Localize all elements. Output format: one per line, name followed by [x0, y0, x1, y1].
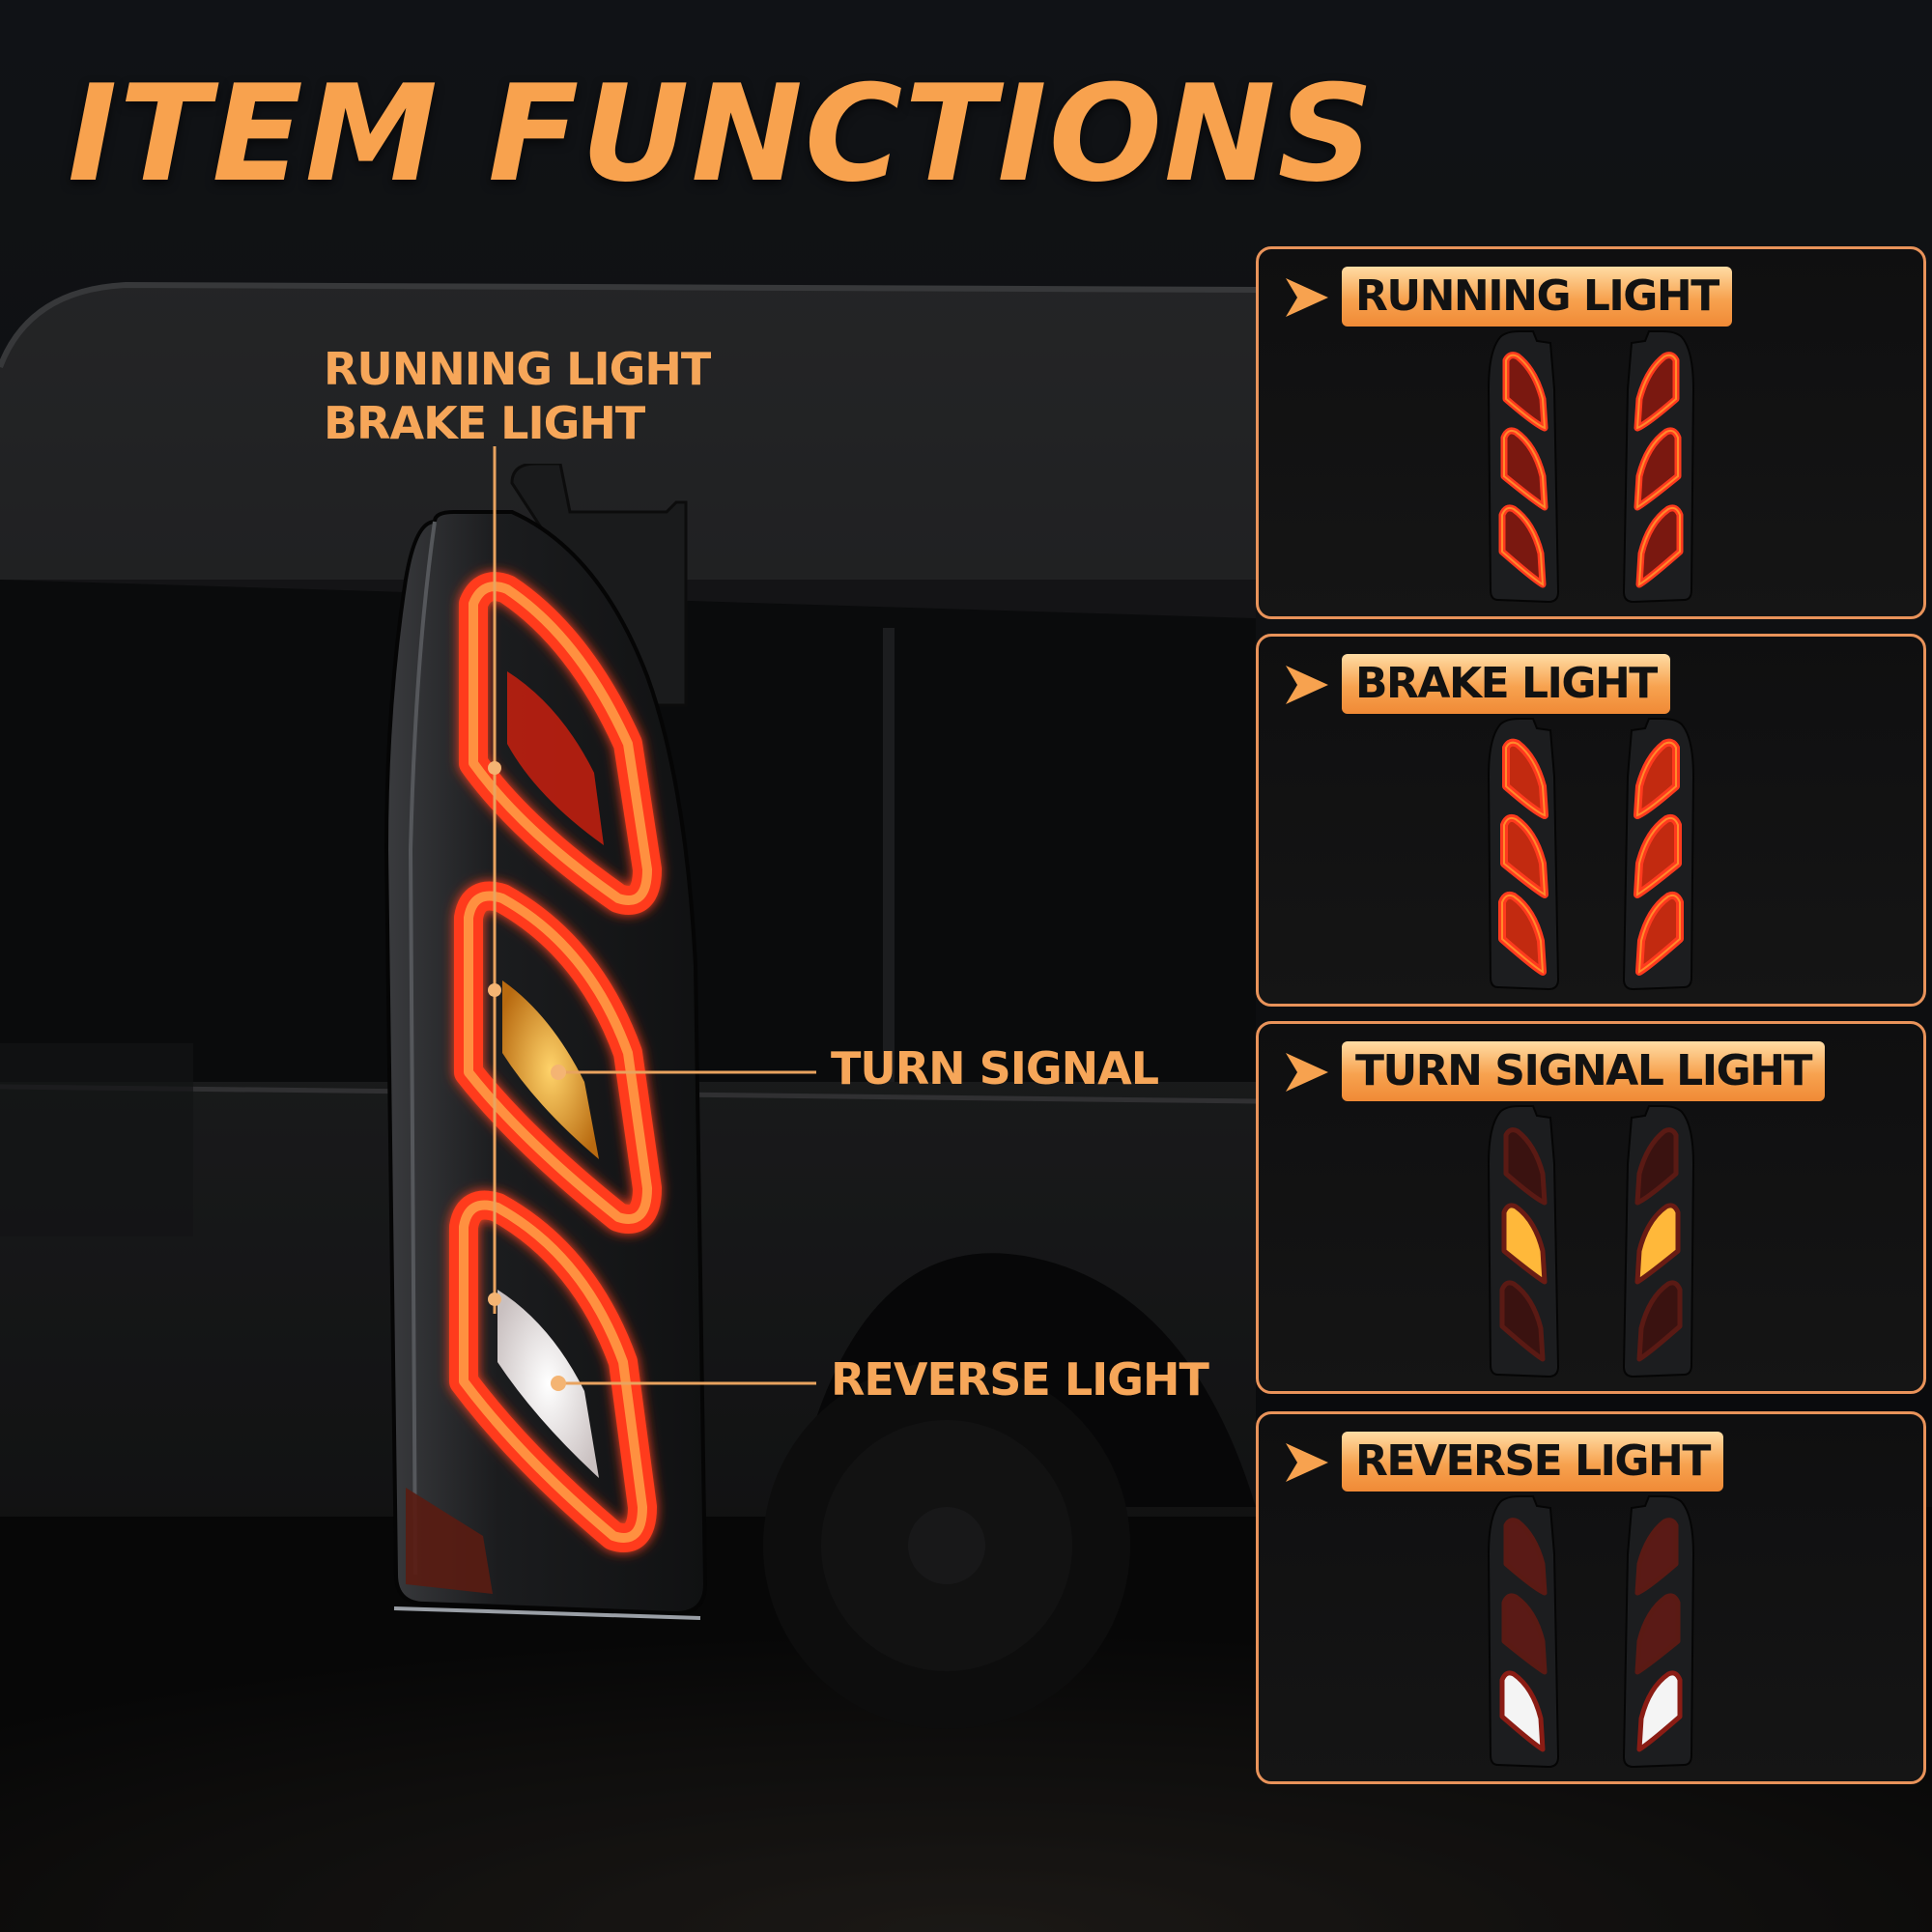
lamp-segment: [1636, 1280, 1683, 1362]
lamp-segment: [1503, 1518, 1548, 1596]
lamp-segment: [1499, 1670, 1546, 1752]
lamp-segment-glow: [1635, 429, 1679, 509]
panel-label: REVERSE LIGHT: [1342, 1432, 1723, 1492]
arrow-icon: [1286, 278, 1328, 317]
panel-label: TURN SIGNAL LIGHT: [1342, 1041, 1826, 1101]
callout-running-brake: RUNNING LIGHT BRAKE LIGHT: [324, 342, 711, 450]
arrow-icon: [1286, 1443, 1328, 1482]
panel-label: RUNNING LIGHT: [1342, 267, 1732, 327]
callout-brake-light: BRAKE LIGHT: [324, 397, 645, 449]
lamp-segment: [1503, 1127, 1548, 1206]
mini-tail-lamp: [1622, 1495, 1695, 1769]
callout-turn-signal: TURN SIGNAL: [831, 1042, 1159, 1094]
mini-tail-lamp: [1487, 330, 1560, 604]
lamp-segment-glow: [1637, 894, 1681, 974]
lamp-segment-glow: [1635, 354, 1677, 430]
page-title: ITEM FUNCTIONS: [68, 56, 1376, 212]
panel-running-light: RUNNING LIGHT: [1256, 246, 1926, 619]
lamp-segment: [1634, 1203, 1681, 1285]
mini-tail-lamp: [1487, 1495, 1560, 1769]
lamp-segment: [1636, 1670, 1683, 1752]
lamp-segment-glow: [1635, 741, 1677, 817]
mini-tail-lamp: [1622, 1105, 1695, 1378]
lamp-segment: [1634, 1518, 1679, 1596]
lamp-segment-glow: [1501, 894, 1545, 974]
mini-tail-lamp: [1622, 718, 1695, 991]
lamp-pair-brake: [1487, 718, 1695, 991]
lamp-segment-glow: [1505, 741, 1547, 817]
lamp-segment-glow: [1501, 506, 1545, 586]
arrow-icon: [1286, 666, 1328, 704]
callout-reverse-light: REVERSE LIGHT: [831, 1353, 1209, 1406]
lamp-segment: [1634, 1127, 1679, 1206]
lamp-segment-glow: [1637, 506, 1681, 586]
lamp-pair-running: [1487, 330, 1695, 604]
mini-tail-lamp: [1487, 718, 1560, 991]
panel-reverse-light: REVERSE LIGHT: [1256, 1411, 1926, 1784]
lamp-pair-turn: [1487, 1105, 1695, 1378]
callout-running-light: RUNNING LIGHT: [324, 343, 711, 395]
lamp-segment-glow: [1503, 429, 1547, 509]
lamp-segment-glow: [1635, 816, 1679, 896]
arrow-icon: [1286, 1053, 1328, 1092]
panel-turn-signal-light: TURN SIGNAL LIGHT: [1256, 1021, 1926, 1394]
lamp-segment: [1499, 1280, 1546, 1362]
lamp-segment-glow: [1503, 816, 1547, 896]
mini-tail-lamp: [1622, 330, 1695, 604]
lamp-segment: [1501, 1203, 1548, 1285]
lamp-pair-reverse: [1487, 1495, 1695, 1769]
lamp-segment: [1634, 1593, 1681, 1675]
lamp-segment-glow: [1505, 354, 1547, 430]
panel-label: BRAKE LIGHT: [1342, 654, 1670, 714]
tail-lamp-large: [384, 464, 708, 1620]
mini-tail-lamp: [1487, 1105, 1560, 1378]
lamp-segment: [1501, 1593, 1548, 1675]
panel-brake-light: BRAKE LIGHT: [1256, 634, 1926, 1007]
